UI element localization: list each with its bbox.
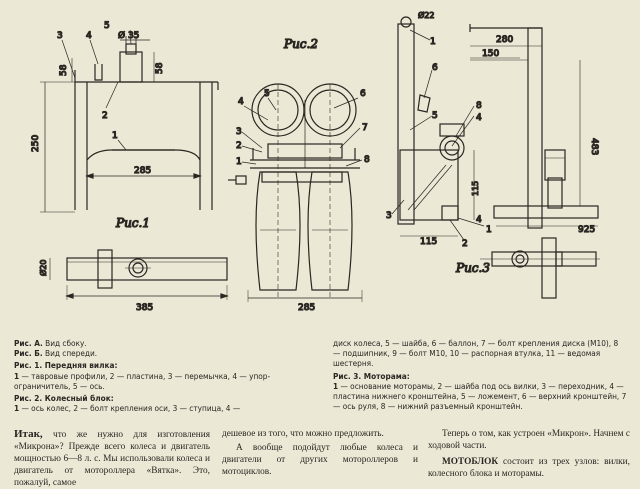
caption-line: Рис. 2. Колесный блок: — [14, 393, 114, 404]
fig1-label-1: 1 — [112, 131, 118, 141]
fig2-label-3: 3 — [236, 127, 242, 137]
fig1-dim-58-right: 58 — [155, 62, 165, 74]
fig1-dim-20: Ø20 — [38, 260, 48, 276]
fig3-label-3: 3 — [386, 211, 392, 221]
article-col3: Теперь о том, как устроен «Микрон». Начн… — [428, 428, 630, 480]
article-col3-text: состоит из трех узлов: вилки, колесного … — [428, 457, 630, 479]
caption-line: Рис. 3. Моторама: — [333, 370, 410, 381]
fig2-labels: Рис.2 4 5 6 3 2 1 7 8 285 — [235, 36, 370, 313]
caption-line: Рис. А. Вид сбоку. — [14, 338, 87, 348]
fig3-dim-diameter: Ø22 — [418, 10, 434, 20]
fig1-labels: 3 4 5 Ø 35 58 58 2 1 250 285 Рис.1 Ø20 3… — [30, 20, 165, 313]
fig1-label-3: 3 — [57, 31, 63, 41]
fig1-dim-58-left: 58 — [59, 64, 69, 76]
caption-line: 1 — ось колес, 2 — болт крепления оси, 3… — [14, 403, 241, 414]
fig1-label-2: 2 — [102, 111, 108, 121]
fig2-label-6: 6 — [360, 89, 366, 99]
fig3-label-5: 5 — [432, 111, 438, 121]
article-col1-text: что же нужно для изготовления «Микрона»?… — [14, 430, 210, 488]
fig2-wheel-block — [228, 83, 363, 302]
fig3-label-6: 6 — [432, 63, 438, 73]
fig3-title: Рис.3 — [455, 261, 490, 275]
article-col3-para1: Теперь о том, как устроен «Микрон». Начн… — [428, 429, 630, 451]
article-dropcap: Итак, — [14, 428, 43, 440]
fig3-label-8: 8 — [476, 101, 482, 111]
fig2-label-8: 8 — [364, 155, 370, 165]
fig1-label-4: 4 — [86, 31, 92, 41]
fig1-title: Рис.1 — [115, 216, 150, 230]
fig3-labels: Ø22 1 6 5 8 4 3 280 150 115 2 1 483 925 … — [385, 9, 599, 275]
fig3-dim-115-vertical: 115 — [471, 181, 480, 196]
caption-line: 1 — тавровые профили, 2 — пластина, 3 — … — [14, 370, 271, 391]
article-col1: Итак, что же нужно для изготовления «Мик… — [14, 428, 210, 489]
article-col3-heading: МОТОБЛОК — [442, 457, 499, 467]
fig3-label-4-upper: 4 — [476, 113, 482, 123]
captions-right: диск колеса, 5 — шайба, 6 — баллон, 7 — … — [333, 338, 627, 411]
fig2-title: Рис.2 — [283, 37, 318, 51]
fig1-dim-385: 385 — [136, 303, 153, 313]
captions-left: Рис. А. Вид сбоку. Рис. Б. Вид спереди. … — [14, 338, 314, 413]
fig2-label-5: 5 — [264, 89, 270, 99]
fig3-label-4-lower: 4 — [476, 215, 482, 225]
fig2-label-1: 1 — [236, 157, 242, 167]
caption-line: Рис. 1. Передняя вилка: — [14, 360, 118, 371]
fig3-motor-frame — [391, 16, 600, 299]
fig3-label-1-top: 1 — [430, 37, 436, 47]
fig3-dim-115-horizontal: 115 — [420, 237, 437, 247]
caption-line: Рис. Б. Вид спереди. — [14, 348, 98, 359]
article-col2-para1: дешевое из того, что можно предложить. — [222, 429, 384, 439]
fig1-front-view — [49, 249, 229, 300]
fig1-fork-side-view — [40, 29, 219, 213]
fig2-label-7: 7 — [362, 123, 368, 133]
fig3-dim-150: 150 — [482, 49, 499, 59]
fig3-dim-483: 483 — [589, 138, 599, 155]
fig3-label-2: 2 — [462, 239, 468, 249]
fig1-dim-250: 250 — [31, 135, 41, 152]
fig1-dim-285: 285 — [134, 166, 151, 176]
article-col2-para2: А вообще подойдут любые колеса и двигате… — [222, 443, 418, 477]
fig3-dim-925: 925 — [578, 225, 595, 235]
caption-line: 1 — основание моторамы, 2 — шайба под ос… — [333, 380, 627, 412]
caption-line: диск колеса, 5 — шайба, 6 — баллон, 7 — … — [333, 338, 619, 369]
article-col2: дешевое из того, что можно предложить. А… — [222, 428, 418, 478]
fig1-label-5: 5 — [104, 21, 110, 31]
article-col3-para2: МОТОБЛОК состоит из трех узлов: вилки, к… — [428, 456, 630, 480]
fig2-label-2: 2 — [236, 141, 242, 151]
fig1-dim-diameter: Ø 35 — [118, 30, 139, 41]
fig2-label-4: 4 — [238, 97, 244, 107]
fig3-label-1-bottom: 1 — [486, 225, 492, 235]
technical-drawings: 3 4 5 Ø 35 58 58 2 1 250 285 Рис.1 Ø20 3… — [30, 9, 600, 314]
fig3-dim-280: 280 — [496, 35, 513, 45]
fig2-dim-285: 285 — [298, 303, 315, 313]
